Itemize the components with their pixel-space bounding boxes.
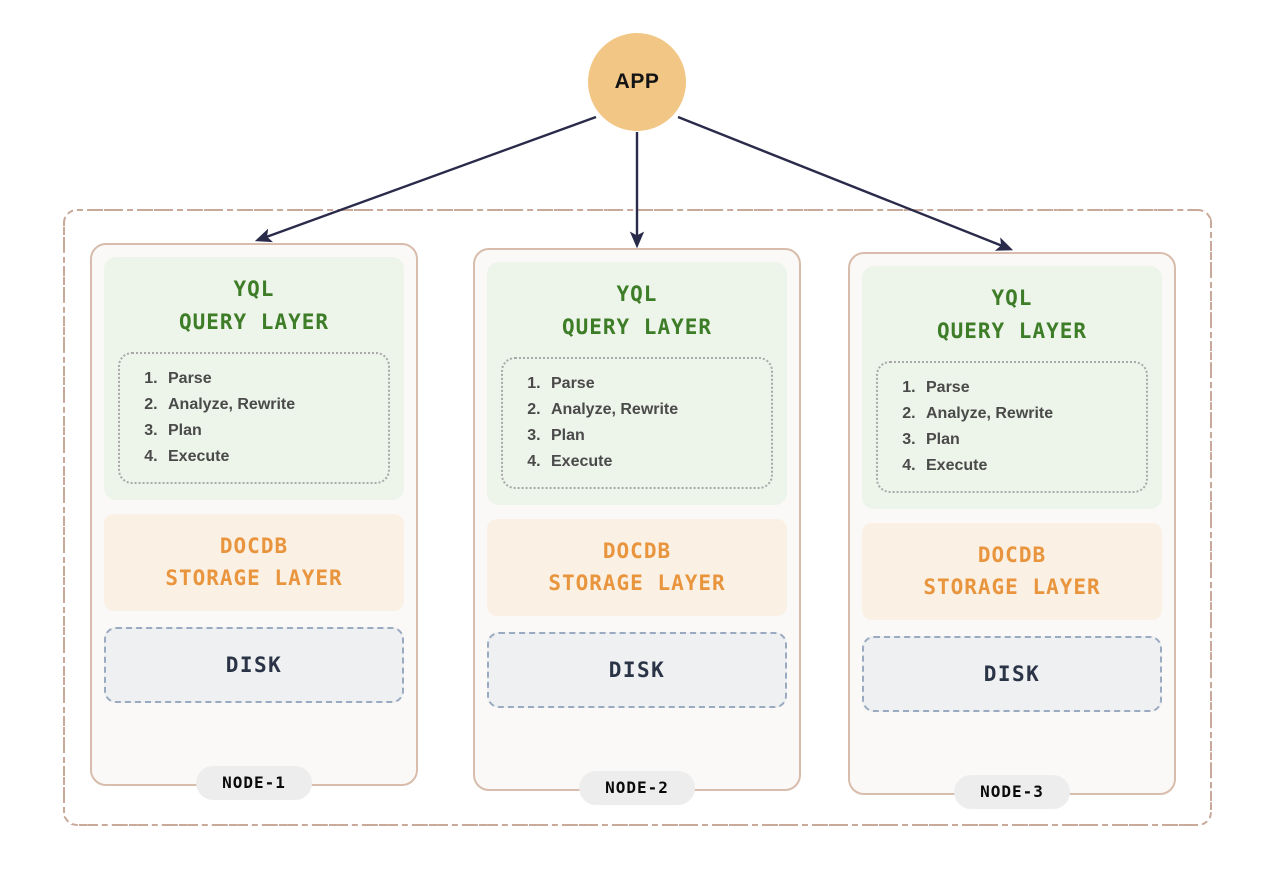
docdb-title-1: DOCDB STORAGE LAYER	[165, 533, 343, 591]
disk-label-1: DISK	[225, 652, 283, 677]
yql-step: Execute	[545, 449, 757, 475]
node-badge-label-3: NODE-3	[980, 782, 1044, 801]
docdb-title-3: DOCDB STORAGE LAYER	[923, 542, 1101, 600]
yql-step: Plan	[545, 423, 757, 449]
disk-block-1: DISK	[104, 626, 404, 703]
app-node[interactable]: APP	[588, 33, 686, 131]
node-badge-2: NODE-2	[579, 771, 695, 805]
yql-step: Analyze, Rewrite	[162, 392, 374, 418]
yql-step: Analyze, Rewrite	[920, 401, 1132, 427]
yql-title-1: YQL QUERY LAYER	[178, 277, 330, 334]
yql-steps-box-2: Parse Analyze, Rewrite Plan Execute	[501, 357, 773, 489]
node-badge-1: NODE-1	[196, 766, 312, 800]
yql-step: Execute	[920, 453, 1132, 479]
yql-step: Plan	[920, 427, 1132, 453]
yql-step: Parse	[545, 371, 757, 397]
node-card-1[interactable]: YQL QUERY LAYER Parse Analyze, Rewrite P…	[90, 243, 418, 800]
yql-title-2: YQL QUERY LAYER	[561, 282, 713, 339]
node-card-2[interactable]: YQL QUERY LAYER Parse Analyze, Rewrite P…	[473, 248, 801, 805]
yql-title-3: YQL QUERY LAYER	[936, 286, 1088, 343]
docdb-storage-layer-3: DOCDB STORAGE LAYER	[862, 522, 1162, 620]
node-badge-3: NODE-3	[954, 775, 1070, 809]
yql-step: Plan	[162, 418, 374, 444]
node-card-3[interactable]: YQL QUERY LAYER Parse Analyze, Rewrite P…	[848, 252, 1176, 809]
disk-label-3: DISK	[983, 661, 1041, 686]
docdb-title-2: DOCDB STORAGE LAYER	[548, 538, 726, 596]
yql-step: Parse	[920, 375, 1132, 401]
yql-steps-box-1: Parse Analyze, Rewrite Plan Execute	[118, 352, 390, 484]
yql-query-layer-1: YQL QUERY LAYER Parse Analyze, Rewrite P…	[104, 257, 404, 500]
disk-block-2: DISK	[487, 631, 787, 708]
disk-block-3: DISK	[862, 635, 1162, 712]
node-badge-label-1: NODE-1	[222, 773, 286, 792]
yql-steps-box-3: Parse Analyze, Rewrite Plan Execute	[876, 361, 1148, 493]
yql-step: Parse	[162, 366, 374, 392]
yql-step: Execute	[162, 444, 374, 470]
docdb-storage-layer-1: DOCDB STORAGE LAYER	[104, 513, 404, 611]
app-label: APP	[614, 70, 660, 93]
node-badge-label-2: NODE-2	[605, 778, 669, 797]
yql-query-layer-2: YQL QUERY LAYER Parse Analyze, Rewrite P…	[487, 262, 787, 505]
yql-query-layer-3: YQL QUERY LAYER Parse Analyze, Rewrite P…	[862, 266, 1162, 509]
yql-step: Analyze, Rewrite	[545, 397, 757, 423]
docdb-storage-layer-2: DOCDB STORAGE LAYER	[487, 518, 787, 616]
disk-label-2: DISK	[608, 657, 666, 682]
